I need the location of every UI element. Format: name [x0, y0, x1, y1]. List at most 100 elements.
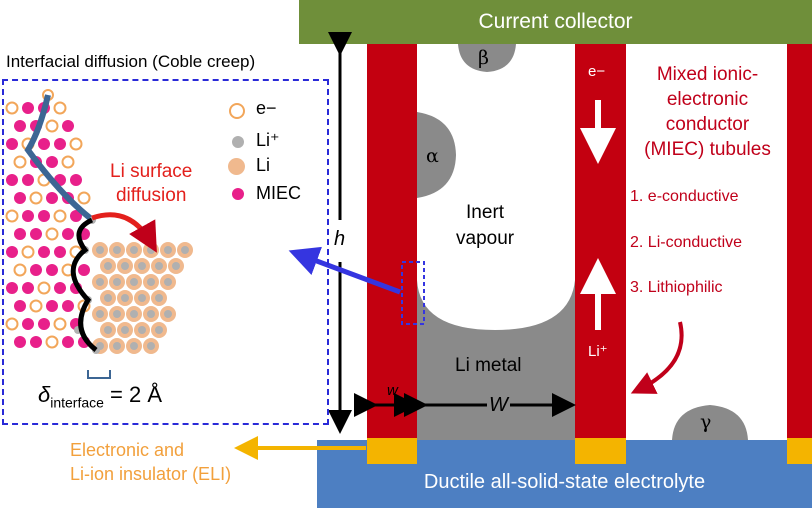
- li-ion-particle: [155, 294, 163, 302]
- delta-symbol: δ: [38, 382, 51, 407]
- li-ion-particle: [147, 310, 155, 318]
- miec-particle: [30, 336, 42, 348]
- miec-particle: [30, 264, 42, 276]
- miec-particle: [46, 264, 58, 276]
- electron-particle: [13, 263, 27, 277]
- miec-particle: [30, 228, 42, 240]
- li-ion-particle: [121, 294, 129, 302]
- li-ion-particle: [164, 310, 172, 318]
- alpha-nucleus: [417, 112, 456, 198]
- li-ion-particle: [121, 326, 129, 334]
- li-plus-label: Li⁺: [588, 343, 608, 360]
- miec-tubule-right: [787, 44, 812, 440]
- delta-interface-label: δinterface = 2 Å: [38, 382, 162, 410]
- electron-particle: [77, 191, 91, 205]
- li-ion-particle: [138, 326, 146, 334]
- electron-particle: [61, 155, 75, 169]
- miec-particle: [62, 120, 74, 132]
- li-ion-particle: [147, 342, 155, 350]
- miec-particle: [6, 174, 18, 186]
- miec-particle: [54, 138, 66, 150]
- miec-particle: [62, 336, 74, 348]
- miec-tubule-left: [367, 44, 417, 440]
- li-ion-particle: [113, 246, 121, 254]
- prop-1: 1. e-conductive: [630, 188, 739, 205]
- legend-label-liplus: Li⁺: [256, 130, 280, 150]
- miec-particle: [70, 174, 82, 186]
- legend-swatch-miec: [232, 188, 244, 200]
- li-ion-particle: [121, 262, 129, 270]
- miec-particle: [38, 246, 50, 258]
- miec-particle: [6, 246, 18, 258]
- beta-label: β: [478, 47, 489, 69]
- electron-particle: [53, 209, 67, 223]
- legend-label-miec: MIEC: [256, 183, 301, 203]
- electron-particle: [13, 155, 27, 169]
- delta-value: = 2 Å: [103, 382, 163, 407]
- surface-diffusion-label: Li surface diffusion: [110, 161, 193, 206]
- legend-swatch-li: [228, 158, 245, 175]
- electron-particle: [5, 101, 19, 115]
- miec-particle: [62, 228, 74, 240]
- miec-particle: [14, 228, 26, 240]
- li-ion-particle: [181, 246, 189, 254]
- beta-nucleus: [458, 44, 516, 72]
- electron-particle: [5, 317, 19, 331]
- miec-particle: [22, 282, 34, 294]
- li-ion-particle: [147, 278, 155, 286]
- miec-particle: [22, 174, 34, 186]
- miec-particle: [14, 120, 26, 132]
- eli-block-right: [787, 438, 812, 464]
- miec-particle: [70, 210, 82, 222]
- electron-particle: [45, 119, 59, 133]
- gamma-label: γ: [700, 411, 712, 433]
- miec-particle: [6, 282, 18, 294]
- current-collector: Current collector: [299, 0, 812, 44]
- electron-particle: [45, 335, 59, 349]
- eli-block-middle: [575, 438, 626, 464]
- alpha-label: α: [426, 145, 439, 167]
- gamma-nucleus: [672, 405, 748, 440]
- miec-particle: [22, 318, 34, 330]
- li-ion-particle: [155, 262, 163, 270]
- li-ion-particle: [96, 310, 104, 318]
- miec-particle: [46, 300, 58, 312]
- li-ion-particle: [138, 262, 146, 270]
- legend-label-li: Li: [256, 155, 271, 175]
- miec-particle: [14, 336, 26, 348]
- miec-particle: [46, 156, 58, 168]
- inset-title: Interfacial diffusion (Coble creep): [6, 52, 256, 71]
- li-metal-label: Li metal: [455, 355, 522, 376]
- electron-particle: [53, 101, 67, 115]
- li-ion-particle: [113, 342, 121, 350]
- legend-label-e: e−: [256, 98, 277, 118]
- interfacial-inset-box: [2, 79, 329, 425]
- e-minus-label: e−: [588, 63, 606, 80]
- electron-particle: [21, 245, 35, 259]
- miec-particle: [46, 192, 58, 204]
- miec-particle: [78, 264, 90, 276]
- electron-particle: [69, 137, 83, 151]
- miec-particle: [14, 192, 26, 204]
- li-ion-particle: [113, 278, 121, 286]
- w-label: w: [387, 382, 398, 399]
- electron-particle: [37, 281, 51, 295]
- li-ion-particle: [96, 246, 104, 254]
- legend-swatch-e: [229, 103, 245, 119]
- electron-particle: [5, 209, 19, 223]
- electron-particle: [53, 317, 67, 331]
- legend-swatch-liplus: [232, 136, 244, 148]
- li-ion-particle: [164, 246, 172, 254]
- li-ion-particle: [155, 326, 163, 334]
- miec-particle: [62, 300, 74, 312]
- delta-subscript: interface: [50, 394, 104, 411]
- miec-particle: [38, 138, 50, 150]
- W-label: W: [487, 394, 510, 417]
- prop-3: 3. Lithiophilic: [630, 279, 723, 296]
- miec-particle: [38, 318, 50, 330]
- li-ion-particle: [130, 278, 138, 286]
- li-ion-particle: [104, 326, 112, 334]
- miec-title: Mixed ionic- electronic conductor (MIEC)…: [644, 64, 771, 160]
